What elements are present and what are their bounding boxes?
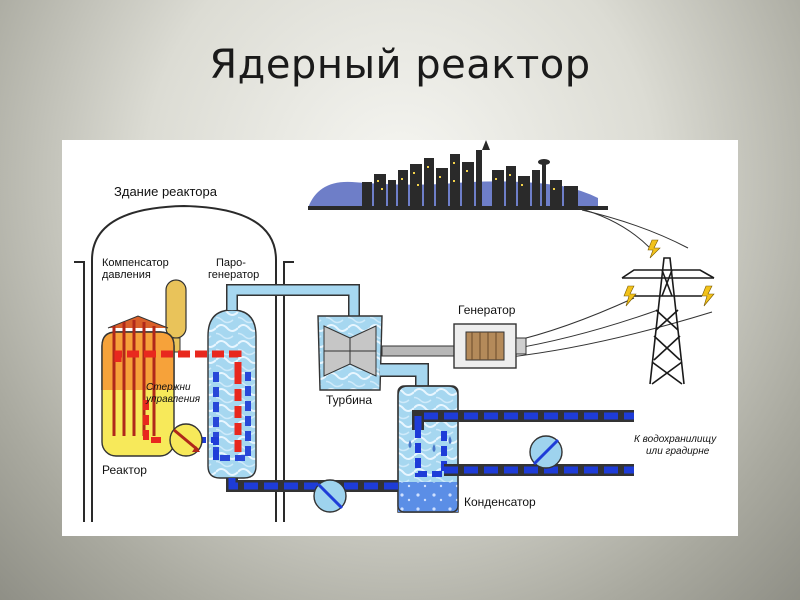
label-condenser: Конденсатор [464, 495, 536, 509]
primary-loop-hot [114, 350, 242, 456]
pressurizer [165, 279, 187, 353]
label-steam-generator-1: Паро- [216, 257, 246, 269]
label-control-rods-2: управления [145, 394, 201, 405]
label-turbine: Турбина [326, 393, 372, 407]
city-skyline [308, 140, 608, 210]
label-reservoir-1: К водохранилищу [634, 434, 717, 445]
reactor-vessel [101, 315, 175, 457]
reactor-building [74, 204, 294, 522]
cooling-water-loop [412, 410, 634, 476]
transmission-tower [621, 257, 715, 385]
steam-pipe [226, 284, 360, 316]
cooling-pump-icon [529, 435, 563, 469]
feedwater-pipe [226, 478, 398, 492]
lightning-spark-icon [623, 239, 715, 307]
condenser [397, 385, 459, 513]
coolant-pump-icon [169, 423, 203, 457]
slide-title: Ядерный реактор [209, 42, 591, 88]
label-reactor-building: Здание реактора [114, 184, 218, 199]
label-generator: Генератор [458, 303, 516, 317]
nuclear-plant-diagram: Здание реактора Компенсатор давления Пар… [62, 140, 738, 536]
generator [381, 323, 527, 369]
label-control-rods-1: Стержни [146, 382, 191, 393]
label-pressurizer-2: давления [102, 269, 151, 281]
label-reservoir-2: или градирне [646, 446, 710, 457]
feedwater-pump-icon [313, 479, 347, 513]
turbine [317, 315, 383, 391]
label-steam-generator-2: генератор [208, 269, 259, 281]
label-reactor: Реактор [102, 463, 147, 477]
label-pressurizer-1: Компенсатор [102, 257, 169, 269]
